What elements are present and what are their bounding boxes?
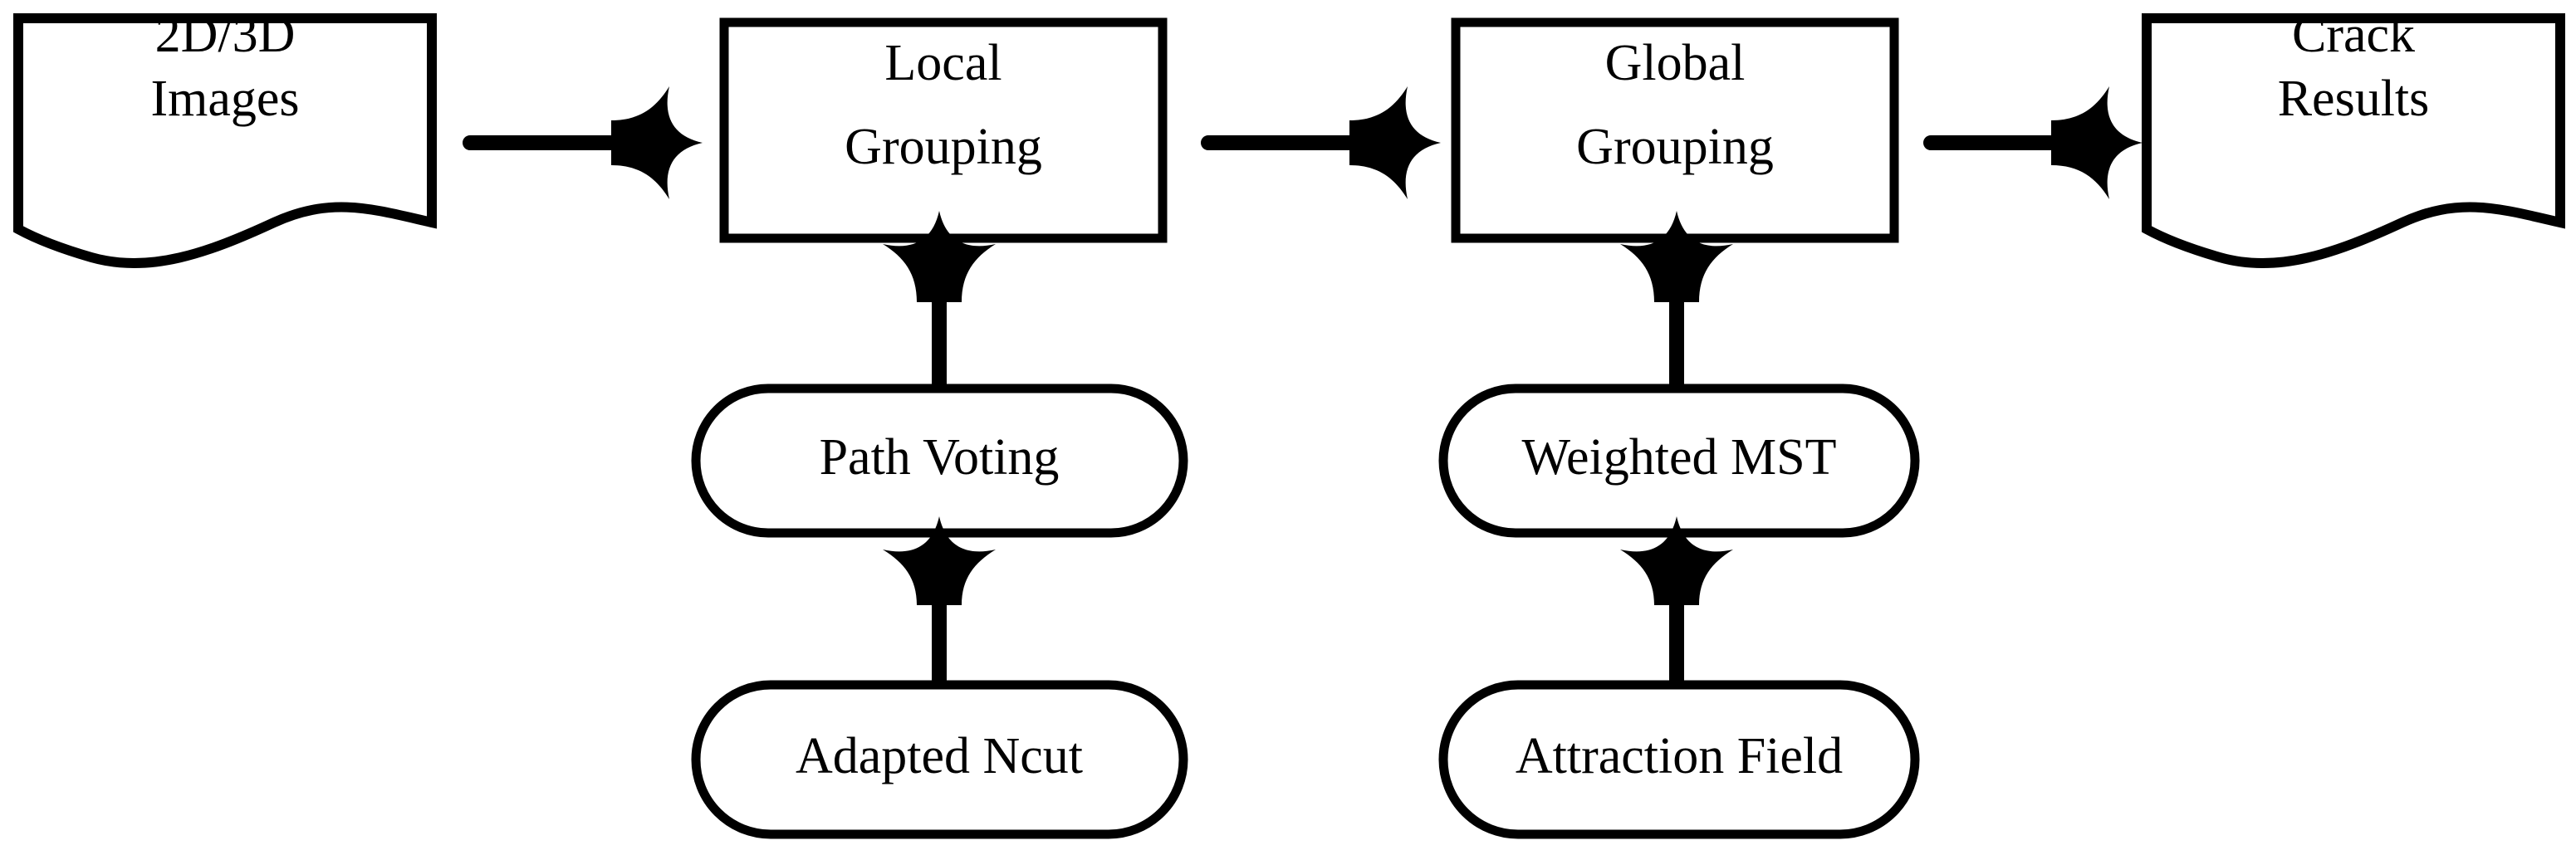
stadium-shape-attraction-field: [1438, 680, 1920, 839]
rect-shape-local-grouping: [719, 17, 1168, 243]
edge-local-to-global: [1201, 86, 1441, 199]
node-label-adapted-ncut: Adapted Ncut: [796, 728, 1083, 784]
node-path-voting[interactable]: Path Voting: [691, 384, 1188, 538]
node-label-crack-results-line2: Results: [2278, 71, 2430, 127]
node-attraction-field[interactable]: Attraction Field: [1438, 680, 1920, 839]
arrow-up-1: [883, 211, 996, 384]
edge-mst-to-global: [1620, 211, 1733, 384]
edge-images-to-local: [463, 86, 703, 199]
node-label-input-images-line2: Images: [150, 71, 299, 127]
edge-global-to-results: [1923, 86, 2143, 199]
node-label-local-grouping-line1: Local: [884, 35, 1002, 91]
arrow-right-2: [1201, 86, 1441, 199]
arrow-right-1: [463, 86, 703, 199]
edge-ncut-to-pathvoting: [883, 516, 996, 681]
document-shape-input-images: [13, 13, 437, 269]
arrow-up-3: [1620, 211, 1733, 384]
arrow-right-3: [1923, 86, 2143, 199]
node-label-input-images-line1: 2D/3D: [155, 7, 296, 63]
edge-attraction-to-mst: [1620, 516, 1733, 681]
document-shape-crack-results: [2142, 13, 2565, 269]
node-label-weighted-mst: Weighted MST: [1521, 429, 1836, 486]
node-label-attraction-field: Attraction Field: [1516, 728, 1843, 784]
node-input-images[interactable]: 2D/3D Images: [13, 7, 437, 269]
node-label-path-voting: Path Voting: [820, 429, 1060, 486]
node-local-grouping[interactable]: Local Grouping: [719, 17, 1168, 243]
node-label-local-grouping-line2: Grouping: [845, 119, 1042, 175]
stadium-shape-adapted-ncut: [691, 680, 1188, 839]
node-adapted-ncut[interactable]: Adapted Ncut: [691, 680, 1188, 839]
node-label-global-grouping-line2: Grouping: [1576, 119, 1774, 175]
node-weighted-mst[interactable]: Weighted MST: [1438, 384, 1920, 538]
node-label-global-grouping-line1: Global: [1605, 35, 1746, 91]
edge-pathvoting-to-local: [883, 211, 996, 384]
node-global-grouping[interactable]: Global Grouping: [1451, 17, 1899, 243]
node-label-crack-results-line1: Crack: [2292, 7, 2415, 63]
arrow-up-2: [883, 516, 996, 681]
node-crack-results[interactable]: Crack Results: [2142, 7, 2565, 269]
arrow-up-4: [1620, 516, 1733, 681]
